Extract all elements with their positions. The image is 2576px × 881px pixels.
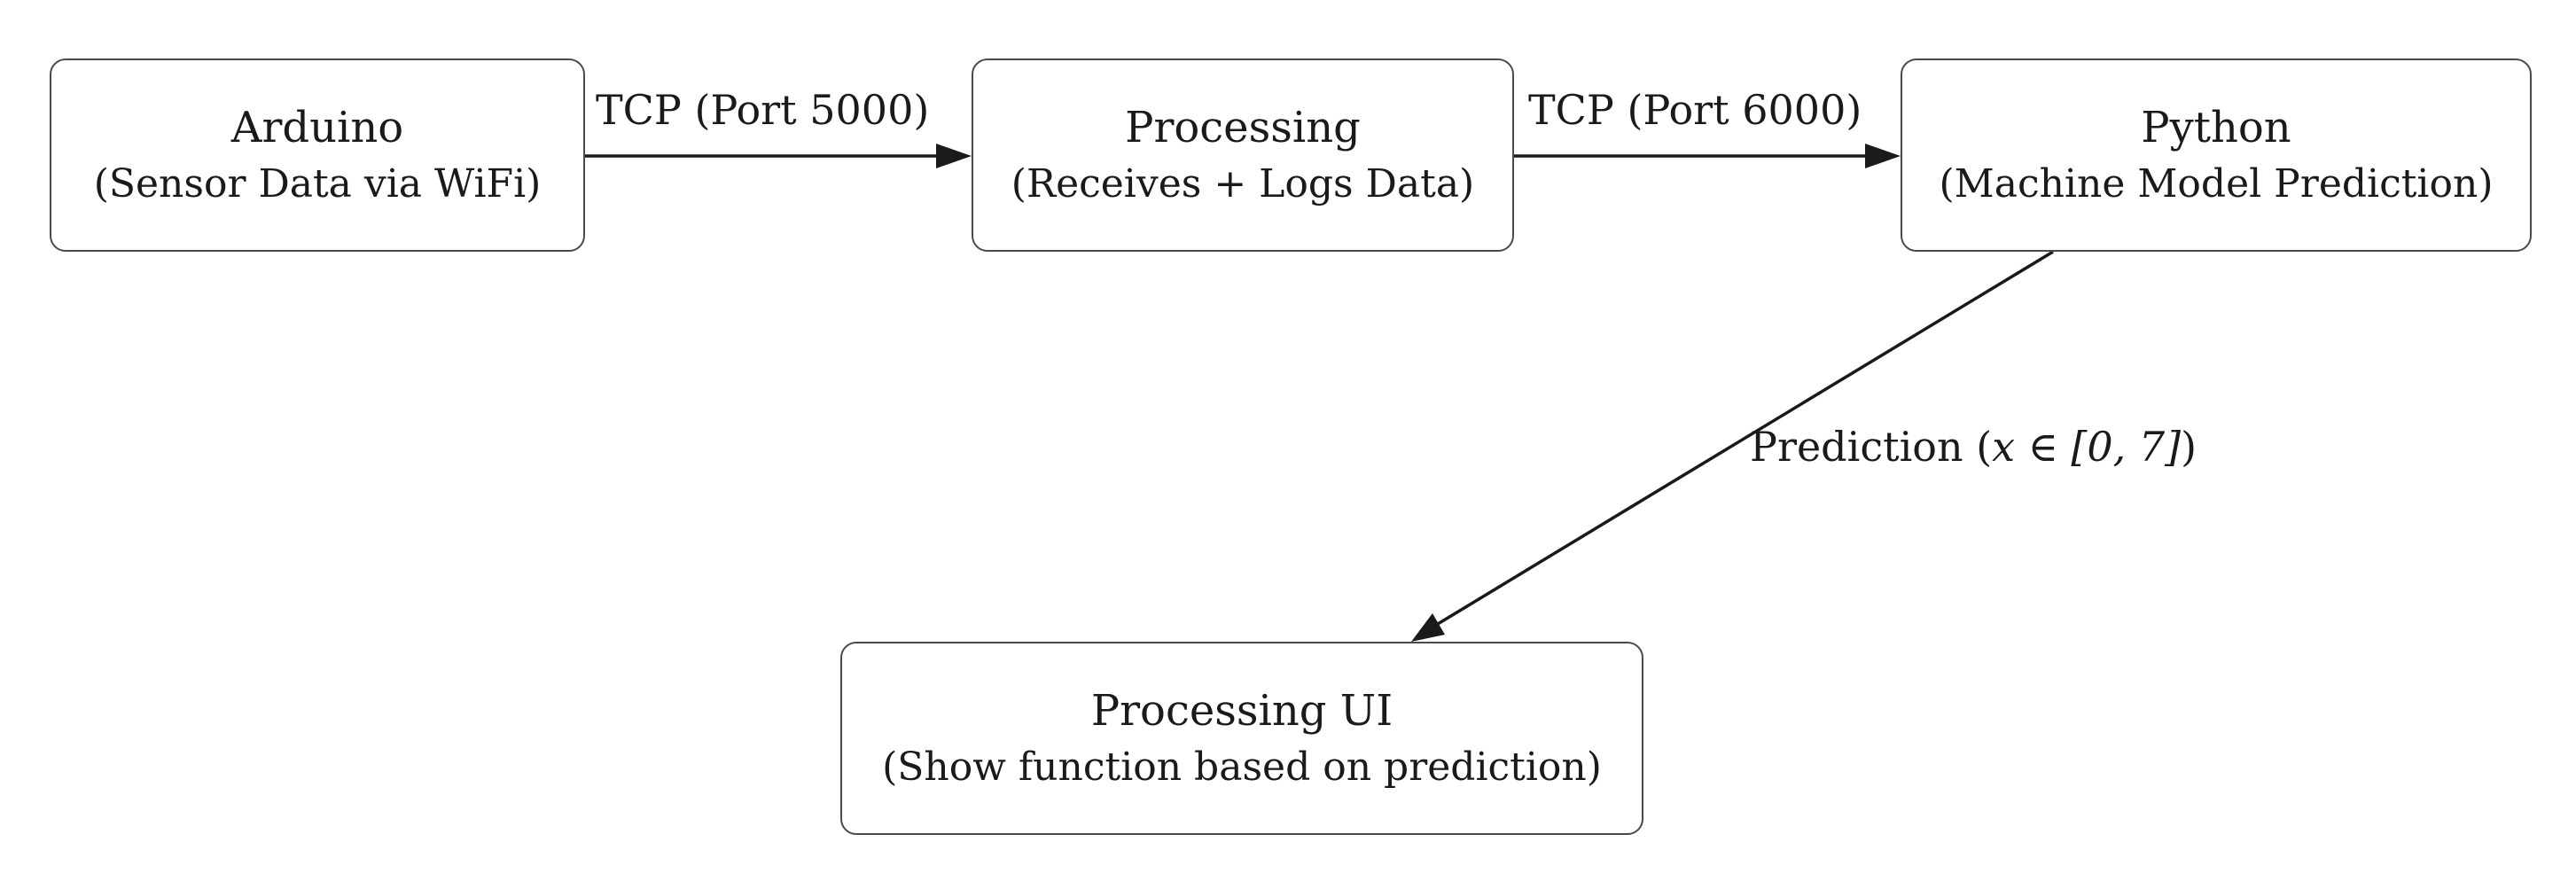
arrowhead-processing-to-python — [1865, 144, 1901, 168]
node-processing: Processing (Receives + Logs Data) — [972, 58, 1514, 252]
edge-label-prediction-prefix: Prediction ( — [1750, 423, 1993, 471]
node-processing-subtitle: (Receives + Logs Data) — [1011, 161, 1475, 207]
node-python: Python (Machine Model Prediction) — [1901, 58, 2532, 252]
edge-label-prediction-suffix: ) — [2181, 423, 2197, 471]
node-arduino-subtitle: (Sensor Data via WiFi) — [93, 161, 542, 207]
edge-label-tcp-port-5000: TCP (Port 5000) — [596, 86, 930, 134]
node-processing-ui-title: Processing UI — [1090, 686, 1393, 736]
edge-label-tcp-port-6000: TCP (Port 6000) — [1528, 86, 1862, 134]
arrowhead-python-to-ui — [1411, 613, 1445, 642]
node-processing-ui: Processing UI (Show function based on pr… — [840, 642, 1643, 835]
edge-label-prediction-range: x ∈ [0, 7] — [1992, 423, 2182, 471]
edge-label-prediction: Prediction (x ∈ [0, 7]) — [1750, 422, 2197, 472]
arrow-python-to-ui — [1428, 250, 2054, 631]
node-processing-title: Processing — [1125, 103, 1361, 152]
node-arduino: Arduino (Sensor Data via WiFi) — [50, 58, 585, 252]
node-python-title: Python — [2141, 103, 2291, 152]
node-processing-ui-subtitle: (Show function based on prediction) — [882, 745, 1602, 790]
node-arduino-title: Arduino — [230, 103, 404, 152]
arrowhead-arduino-to-processing — [936, 144, 972, 168]
node-python-subtitle: (Machine Model Prediction) — [1939, 161, 2494, 207]
